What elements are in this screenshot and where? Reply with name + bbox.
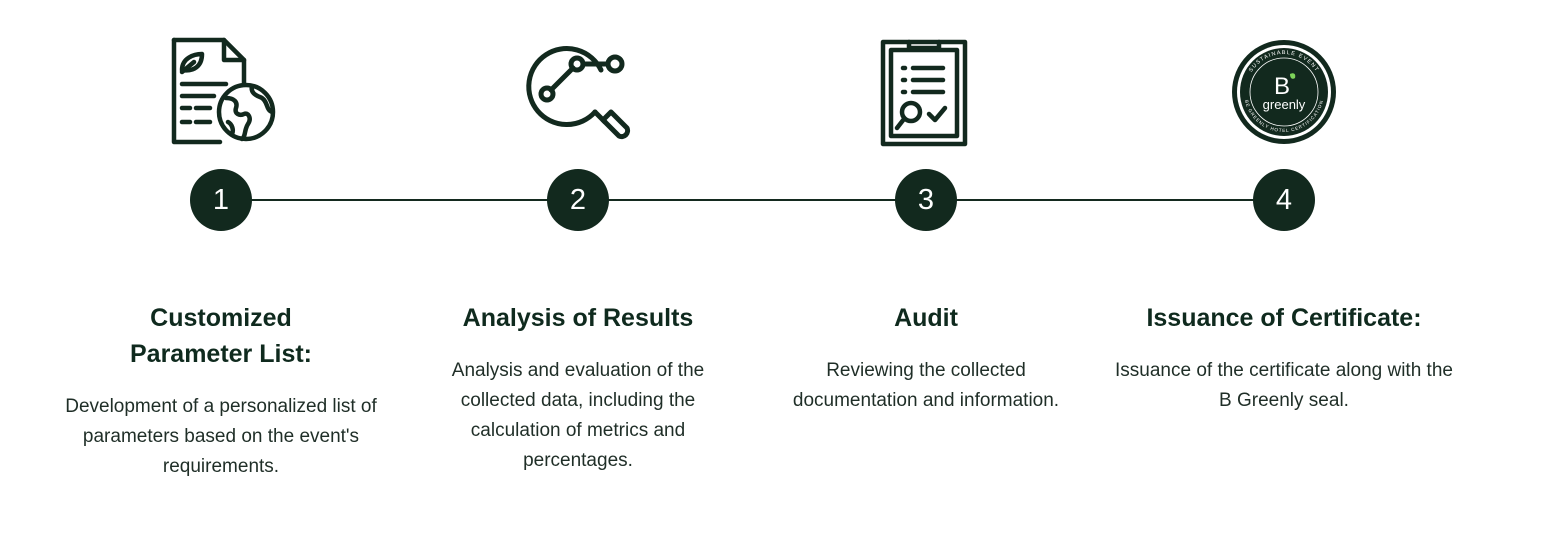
step-4: SUSTAINABLE EVENT BE GREENLY HOTEL CERTI… xyxy=(1115,0,1453,533)
step-1: 1 Customized Parameter List: Development… xyxy=(65,0,377,533)
clipboard-audit-icon xyxy=(871,36,981,148)
step-title: Analysis of Results xyxy=(462,304,694,332)
step-title: Customized Parameter List: xyxy=(129,304,313,368)
step-description: Development of a personalized list of pa… xyxy=(65,396,377,477)
step-number-badge: 4 xyxy=(1253,169,1315,231)
step-description: Analysis and evaluation of the collected… xyxy=(451,360,705,471)
step-number-badge: 3 xyxy=(895,169,957,231)
seal-brand-mark: B xyxy=(1274,73,1290,100)
step-number-badge: 1 xyxy=(190,169,252,231)
timeline-connector-line xyxy=(209,199,1284,201)
step-description: Reviewing the collected documentation an… xyxy=(792,360,1060,411)
step-title: Audit xyxy=(894,304,958,332)
magnifier-analysis-icon xyxy=(523,36,633,148)
document-globe-icon xyxy=(166,36,276,148)
b-greenly-seal-icon: SUSTAINABLE EVENT BE GREENLY HOTEL CERTI… xyxy=(1229,36,1339,148)
step-description: Issuance of the certificate along with t… xyxy=(1115,360,1453,411)
step-2: 2 Analysis of Results Analysis and evalu… xyxy=(428,0,728,533)
step-title: Issuance of Certificate: xyxy=(1146,304,1422,332)
seal-brand-name: greenly xyxy=(1263,97,1306,112)
step-3: 3 Audit Reviewing the collected document… xyxy=(776,0,1076,533)
step-number-badge: 2 xyxy=(547,169,609,231)
